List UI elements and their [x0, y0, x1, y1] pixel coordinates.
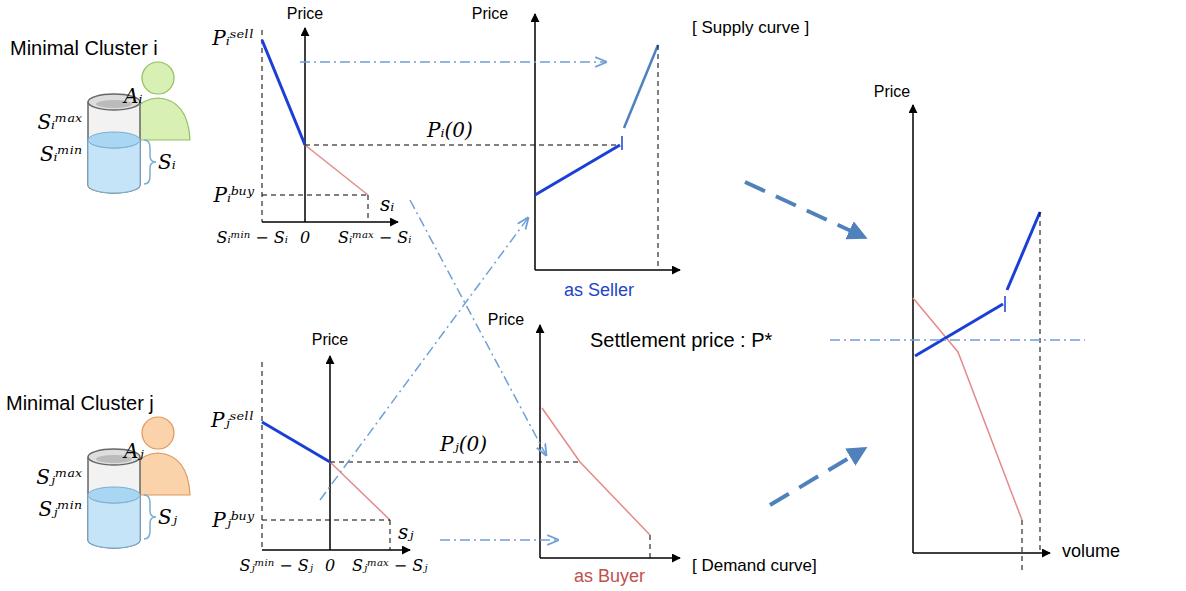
axis-title: Price [470, 4, 510, 23]
cluster-icon [88, 417, 190, 548]
axis-label: sᵢ [378, 192, 396, 216]
tick-label: 0 [298, 228, 312, 247]
cluster-chart [262, 30, 263, 222]
capacity-label: Sⱼᵐⁱⁿ [37, 497, 84, 521]
cluster-chart [262, 520, 390, 521]
price-label: Pⱼˢᵉˡˡ [209, 408, 256, 432]
cluster-chart [262, 356, 580, 550]
cluster-chart [305, 145, 620, 146]
price-label: Settlement price : P* [588, 328, 774, 352]
capacity-label: Sⱼᵐᵃˣ [34, 465, 84, 489]
transfer-arrow [410, 200, 546, 455]
cluster-title: Minimal Cluster j [4, 391, 156, 415]
cluster-icon [88, 62, 190, 193]
role-label: as Seller [562, 280, 636, 302]
aggregation-arrow [770, 449, 864, 505]
cluster-title: Minimal Cluster i [8, 36, 160, 60]
cluster-chart [262, 549, 410, 551]
market-chart [1040, 212, 1041, 553]
market-chart [1022, 520, 1023, 570]
capacity-label: Sᵢᵐⁱⁿ [38, 142, 84, 166]
capacity-label: Sᵢᵐᵃˣ [35, 110, 84, 134]
demand-chart [540, 325, 680, 558]
cluster-icon [144, 140, 156, 184]
price-label: Pⱼ(0) [438, 432, 489, 456]
cluster-icon [88, 457, 140, 548]
demand-chart [650, 535, 651, 558]
market-chart [913, 298, 1022, 520]
market-chart [913, 552, 1050, 554]
cluster-chart [330, 462, 390, 520]
curve-title: [ Demand curve] [690, 556, 819, 576]
market-chart [830, 105, 1085, 570]
market-chart [1007, 212, 1040, 290]
cluster-chart [262, 362, 263, 550]
tick-label: Sⱼᵐⁱⁿ − Sⱼ [238, 556, 315, 575]
cluster-chart [262, 221, 398, 223]
cluster-chart [329, 356, 331, 550]
storage-label: Sᵢ [156, 150, 178, 174]
cluster-chart [262, 28, 620, 222]
tick-label: 0 [323, 556, 337, 575]
price-label: Pᵢ(0) [425, 118, 475, 142]
agent-label: Aᵢ [122, 84, 144, 108]
agent-label: Aⱼ [122, 439, 146, 463]
cluster-icon [88, 132, 140, 148]
transfer-arrow [320, 218, 528, 500]
supply-chart [658, 45, 659, 270]
cluster-chart [262, 40, 305, 145]
storage-label: Sⱼ [156, 505, 179, 529]
tick-label: Sᵢᵐᵃˣ − Sᵢ [336, 228, 413, 247]
axis-title: Price [310, 330, 350, 349]
role-label: as Buyer [572, 566, 647, 588]
market-chart [912, 105, 914, 553]
cluster-chart [305, 145, 368, 195]
cluster-chart [262, 195, 368, 196]
market-chart [915, 304, 1003, 356]
transfer-arrow [440, 539, 558, 541]
supply-chart [535, 14, 680, 270]
axis-title: volume [1060, 541, 1122, 563]
cluster-icon [88, 102, 140, 193]
transfer-arrow [300, 62, 606, 540]
tick-label: Sⱼᵐᵃˣ − Sⱼ [350, 556, 429, 575]
market-chart [1004, 296, 1006, 312]
cluster-icon [142, 62, 174, 94]
curve-title: [ Supply curve ] [690, 18, 811, 38]
axis-title: Price [486, 310, 526, 329]
cluster-chart [330, 462, 580, 463]
cluster-chart [304, 28, 306, 222]
price-label: Pᵢᵇᵘʸ [211, 183, 256, 207]
axis-title: Price [285, 4, 325, 23]
transfer-arrow [300, 61, 606, 63]
cluster-icon [144, 495, 156, 539]
demand-chart [542, 408, 650, 535]
cluster-chart [390, 520, 391, 550]
price-label: Pⱼᵇᵘʸ [210, 508, 256, 532]
cluster-icon [88, 487, 140, 503]
supply-chart [624, 45, 658, 128]
supply-chart [535, 145, 620, 195]
supply-chart [534, 14, 536, 270]
cluster-chart [368, 195, 369, 222]
cluster-icon [142, 417, 174, 449]
axis-label: sⱼ [396, 520, 416, 544]
axis-title: Price [872, 82, 912, 101]
tick-label: Sᵢᵐⁱⁿ − Sᵢ [215, 228, 290, 247]
demand-chart [540, 557, 680, 559]
cluster-chart [262, 422, 330, 462]
aggregation-arrow [745, 182, 864, 237]
supply-chart [621, 136, 623, 150]
market-chart [830, 339, 1085, 341]
supply-chart [535, 269, 680, 271]
price-label: Pᵢˢᵉˡˡ [210, 26, 256, 50]
